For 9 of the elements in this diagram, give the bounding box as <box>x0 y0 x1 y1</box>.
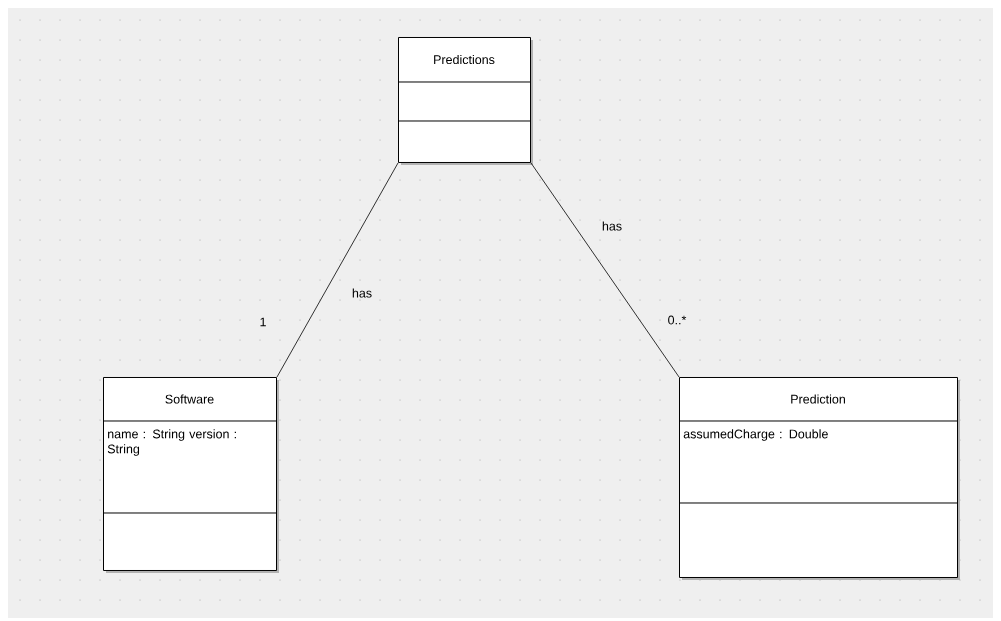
class-box: Prediction assumedCharge : Double <box>678 377 960 580</box>
class-box: Predictions <box>397 37 533 165</box>
edge-label: has <box>350 287 374 299</box>
class-box: Software name : String version : String <box>102 377 279 573</box>
edge-label: has <box>600 220 624 232</box>
association-line <box>530 162 680 378</box>
multiplicity-label: 1 <box>258 316 268 328</box>
multiplicity-label: 0..* <box>666 314 688 326</box>
association-line <box>276 162 399 378</box>
